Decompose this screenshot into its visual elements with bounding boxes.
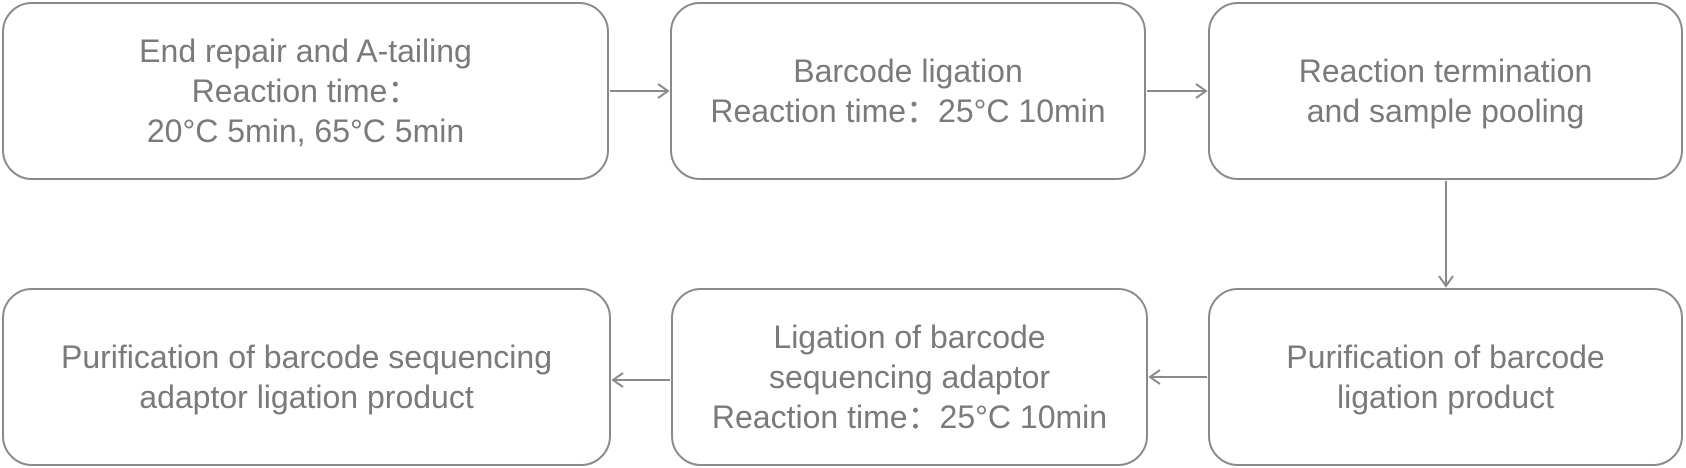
step-text-line: End repair and A-tailing (139, 33, 472, 69)
step-barcode-ligation: Barcode ligation Reaction time：25°C 10mi… (670, 2, 1146, 180)
arrow-down-icon (1438, 181, 1454, 288)
step-text-line: sequencing adaptor (768, 359, 1051, 395)
step-text-line: Barcode ligation (793, 53, 1023, 89)
step-end-repair: End repair and A-tailing Reaction time： … (2, 2, 609, 180)
arrow-right-icon (1147, 83, 1208, 99)
step-text-line: ligation product (1336, 379, 1555, 415)
arrow-left-icon (611, 372, 670, 388)
step-text-line: Reaction time：25°C 10min (711, 399, 1108, 435)
step-text-line: adaptor ligation product (139, 379, 474, 415)
step-text-line: and sample pooling (1306, 93, 1585, 129)
step-text-line: Purification of barcode (1286, 339, 1605, 375)
arrow-left-icon (1148, 369, 1207, 385)
step-reaction-termination: Reaction termination and sample pooling (1208, 2, 1683, 180)
step-purification-adaptor-ligation: Purification of barcode sequencing adapt… (2, 288, 611, 466)
step-text-line: Purification of barcode sequencing (61, 339, 552, 375)
step-text-line: Reaction time： (191, 73, 420, 109)
arrow-right-icon (610, 83, 670, 99)
step-text-line: 20°C 5min, 65°C 5min (146, 113, 465, 149)
step-text-line: Reaction time：25°C 10min (710, 93, 1106, 129)
step-ligation-sequencing-adaptor: Ligation of barcode sequencing adaptor R… (671, 288, 1148, 466)
step-purification-barcode-ligation: Purification of barcode ligation product (1208, 288, 1683, 466)
step-text-line: Reaction termination (1298, 53, 1593, 89)
step-text-line: Ligation of barcode (773, 319, 1046, 355)
